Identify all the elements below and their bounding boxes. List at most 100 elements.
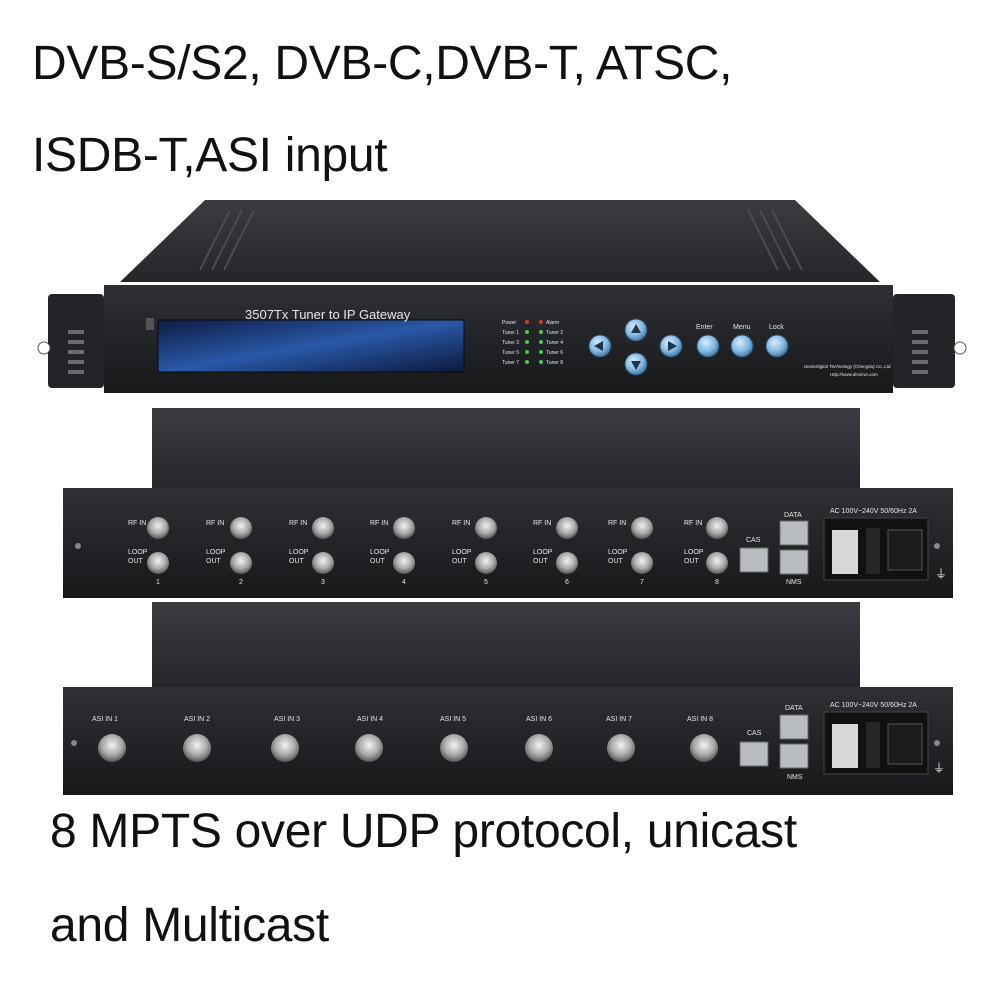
menu-button[interactable] [730,334,754,358]
rf-in-label: RF IN [128,520,146,527]
loop-out-connector[interactable] [230,552,252,574]
rf-in-connector[interactable] [147,517,169,539]
rear-asi-unit: ASI IN 1 ASI IN 2 ASI IN 3 ASI IN 4 ASI … [63,602,953,795]
right-arrow-icon [668,341,677,351]
rf-in-connector[interactable] [706,517,728,539]
lock-button[interactable] [765,334,789,358]
right-mount-hole-icon [953,341,967,355]
loop-label: LOOP [370,549,390,556]
nms-ethernet-port[interactable] [779,743,809,769]
rf-in-label: RF IN [533,520,551,527]
out-label: OUT [608,558,624,565]
loop-label: LOOP [289,549,309,556]
power-rating-label: AC 100V~240V 50/60Hz 2A [830,702,917,709]
asi-in-4-connector[interactable] [355,734,383,762]
left-arrow-button[interactable] [588,334,612,358]
asi-in-8-connector[interactable] [690,734,718,762]
left-mount-hole-icon [37,341,51,355]
out-label: OUT [370,558,386,565]
loop-label: LOOP [533,549,553,556]
out-label: OUT [128,558,144,565]
power-switch[interactable] [832,724,858,768]
loop-out-connector[interactable] [556,552,578,574]
out-label: OUT [684,558,700,565]
power-switch[interactable] [832,530,858,574]
power-inlet[interactable] [887,529,923,571]
down-arrow-button[interactable] [624,352,648,376]
channel-number: 8 [715,579,719,586]
rf-port-group-4: RF IN LOOP OUT 4 [370,517,415,586]
rf-rear-panel [63,488,953,598]
loop-out-connector[interactable] [147,552,169,574]
asi-input-label: ASI IN 2 [184,716,210,723]
cas-ethernet-port[interactable] [739,741,769,767]
loop-out-connector[interactable] [393,552,415,574]
rear-rf-unit: RF IN LOOP OUT 1 RF IN LOOP OUT 2 RF IN … [63,408,953,598]
asi-input-label: ASI IN 6 [526,716,552,723]
fuse-holder [866,722,880,768]
enter-label: Enter [696,324,713,331]
up-arrow-icon [631,324,641,333]
lock-label: Lock [769,324,784,331]
asi-in-7-connector[interactable] [607,734,635,762]
asi-input-label: ASI IN 7 [606,716,632,723]
power-inlet[interactable] [887,723,923,765]
asi-in-6-connector[interactable] [525,734,553,762]
fuse-holder [866,528,880,574]
up-arrow-button[interactable] [624,318,648,342]
loop-out-connector[interactable] [312,552,334,574]
asi-right-screw-icon [934,740,940,746]
asi-in-5-connector[interactable] [440,734,468,762]
asi-input-label: ASI IN 5 [440,716,466,723]
asi-in-3-connector[interactable] [271,734,299,762]
channel-number: 2 [239,579,243,586]
rf-in-connector[interactable] [230,517,252,539]
asi-in-2-connector[interactable] [183,734,211,762]
led-label-tuner1: Tuner 1 [502,330,519,336]
led-label-power: Power [502,320,517,326]
cas-ethernet-port[interactable] [739,547,769,573]
asi-in-1-connector[interactable] [98,734,126,762]
rf-in-connector[interactable] [631,517,653,539]
channel-number: 1 [156,579,160,586]
loop-out-connector[interactable] [706,552,728,574]
cas-port-label: CAS [747,730,762,737]
asi-input-label: ASI IN 4 [357,716,383,723]
rf-port-group-2: RF IN LOOP OUT 2 [206,517,252,586]
nms-ethernet-port[interactable] [779,549,809,575]
right-ear-slots [912,330,928,374]
headline-bottom-line-2: and Multicast [50,899,329,952]
channel-number: 6 [565,579,569,586]
rf-in-label: RF IN [370,520,388,527]
rf-in-connector[interactable] [556,517,578,539]
rf-in-connector[interactable] [475,517,497,539]
led-label-tuner7: Tuner 7 [502,360,519,366]
ground-icon: ⏚ [935,567,947,581]
rf-right-screw-icon [934,543,940,549]
rf-in-connector[interactable] [312,517,334,539]
data-ethernet-port[interactable] [779,714,809,740]
left-arrow-icon [594,341,603,351]
usb-port [146,318,154,330]
rf-port-group-3: RF IN LOOP OUT 3 [289,517,334,586]
led-label-tuner3: Tuner 3 [502,340,519,346]
asi-unit-top-cover [152,602,860,690]
rf-in-connector[interactable] [393,517,415,539]
led-label-tuner8: Tuner 8 [546,360,563,366]
loop-out-connector[interactable] [631,552,653,574]
loop-out-connector[interactable] [475,552,497,574]
left-ear-slots [68,330,84,374]
rf-port-group-8: RF IN LOOP OUT 8 [684,517,728,586]
data-ethernet-port[interactable] [779,520,809,546]
rf-in-label: RF IN [206,520,224,527]
enter-button[interactable] [696,334,720,358]
rf-port-group-5: RF IN LOOP OUT 5 [452,517,497,586]
headline-bottom-line-1: 8 MPTS over UDP protocol, unicast [50,805,797,858]
rf-in-label: RF IN [289,520,307,527]
channel-number: 3 [321,579,325,586]
maker-name: DexinDigital Technology (Chengdu) Co.,Lt… [804,364,892,369]
rf-port-group-6: RF IN LOOP OUT 6 [533,517,578,586]
loop-label: LOOP [452,549,472,556]
right-arrow-button[interactable] [659,334,683,358]
headline-line-1: DVB-S/S2, DVB-C,DVB-T, ATSC, [32,37,733,90]
